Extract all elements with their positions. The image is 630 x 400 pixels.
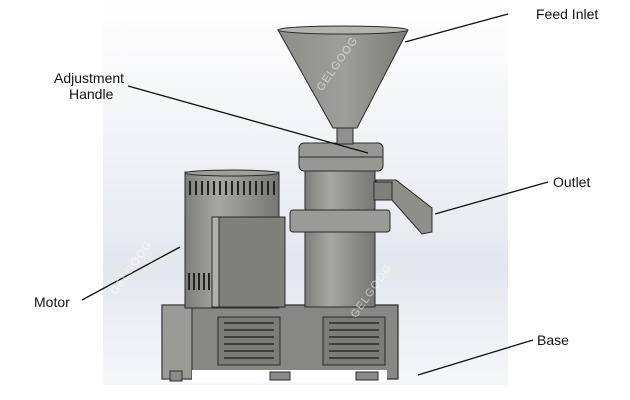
label-adjustment-handle-line1: Adjustment [54, 70, 125, 86]
label-motor: Motor [34, 294, 70, 310]
mill-column [289, 127, 433, 308]
label-adjustment-handle-line2: Handle [69, 86, 114, 102]
base-unit [161, 304, 399, 382]
leader-lines [81, 13, 549, 376]
label-feed-inlet: Feed Inlet [536, 6, 599, 22]
feed-hopper [277, 25, 409, 129]
label-outlet: Outlet [553, 174, 591, 190]
motor-unit [184, 169, 286, 309]
label-base: Base [537, 332, 569, 348]
